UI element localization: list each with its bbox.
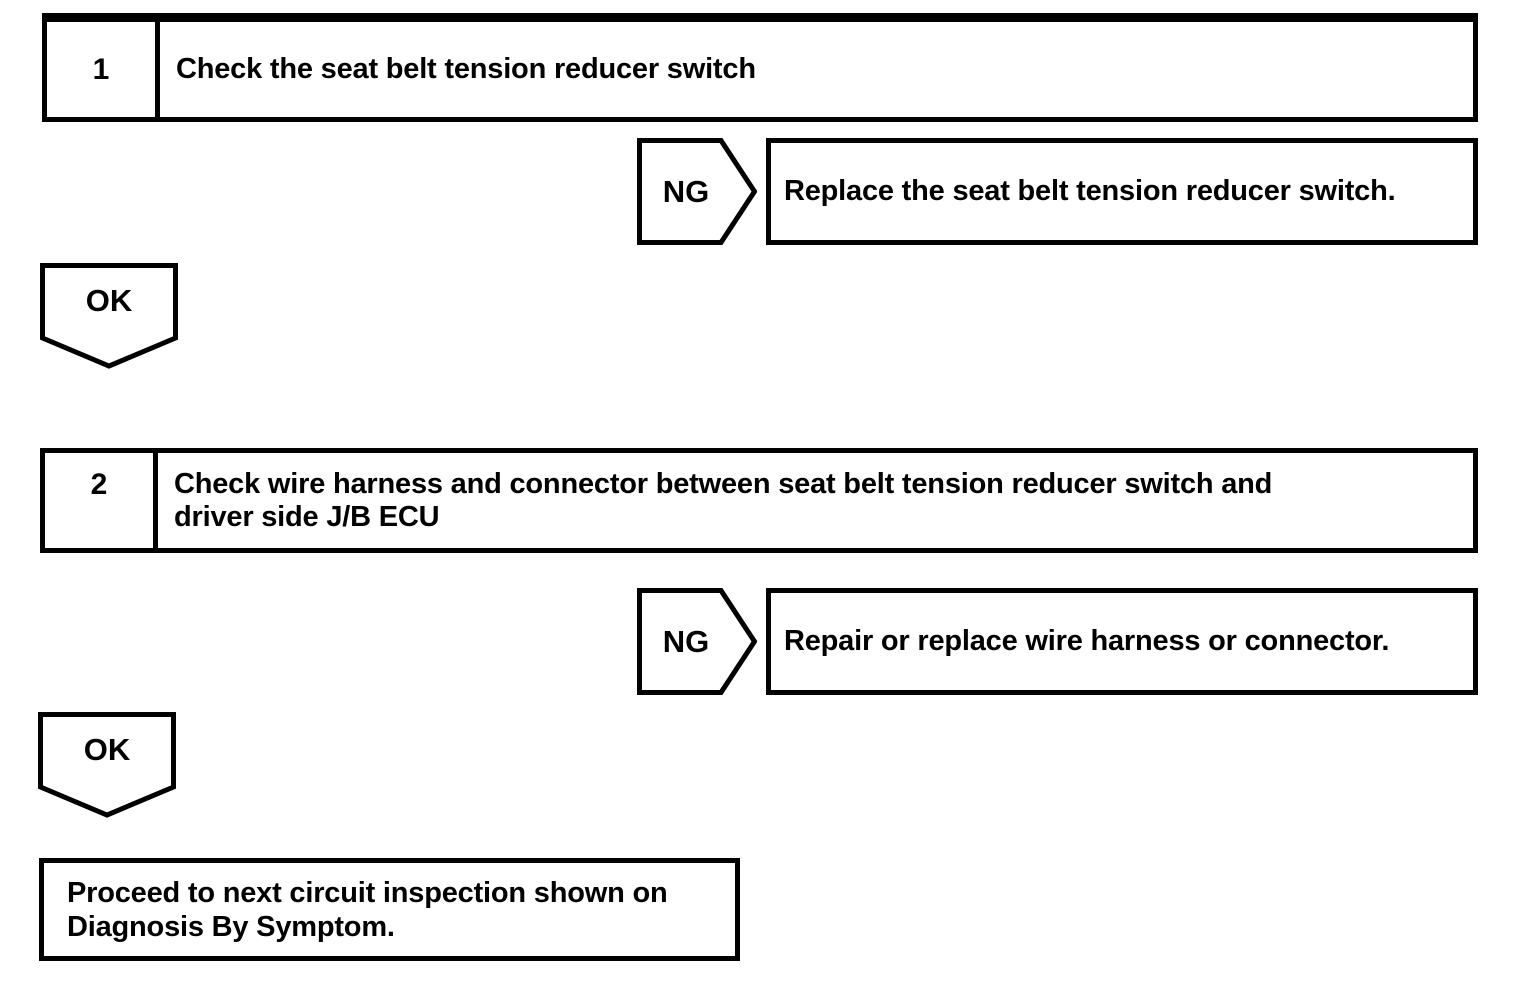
ng-label: NG xyxy=(662,623,710,659)
step-2-ng-action-box: Repair or replace wire harness or connec… xyxy=(766,588,1478,695)
ng-label: NG xyxy=(662,173,710,209)
ok-arrow-icon xyxy=(38,712,176,818)
ng-action-text: Replace the seat belt tension reducer sw… xyxy=(784,175,1396,207)
step-1-instruction: Check the seat belt tension reducer swit… xyxy=(160,22,1473,117)
instruction-line: Check wire harness and connector between… xyxy=(174,467,1273,500)
instruction-line: Check the seat belt tension reducer swit… xyxy=(176,53,756,85)
step-1-ng-arrow: NG xyxy=(637,138,757,245)
instruction-line: driver side J/B ECU xyxy=(174,500,440,533)
step-1-number: 1 xyxy=(47,22,160,117)
step-1-ng-action-box: Replace the seat belt tension reducer sw… xyxy=(766,138,1478,245)
ok-label: OK xyxy=(85,283,133,318)
final-result-line: Diagnosis By Symptom. xyxy=(67,910,395,943)
final-result-line: Proceed to next circuit inspection shown… xyxy=(67,876,668,909)
step-1-ok-arrow: OK xyxy=(40,263,178,369)
final-result-box: Proceed to next circuit inspection shown… xyxy=(39,858,740,961)
step-number-label: 1 xyxy=(92,53,110,86)
step-number-label: 2 xyxy=(90,468,108,501)
step-2-box: 2 Check wire harness and connector betwe… xyxy=(40,448,1478,553)
step-2-ok-arrow: OK xyxy=(38,712,176,818)
step-2-instruction: Check wire harness and connector between… xyxy=(158,453,1473,548)
step-1-box: 1 Check the seat belt tension reducer sw… xyxy=(42,13,1478,122)
ok-arrow-icon xyxy=(40,263,178,369)
ng-arrow-icon xyxy=(637,138,757,245)
step-2-ng-arrow: NG xyxy=(637,588,757,695)
ng-action-text: Repair or replace wire harness or connec… xyxy=(784,625,1390,657)
ng-arrow-icon xyxy=(637,588,757,695)
ok-label: OK xyxy=(83,732,131,767)
step-2-number: 2 xyxy=(45,453,158,548)
